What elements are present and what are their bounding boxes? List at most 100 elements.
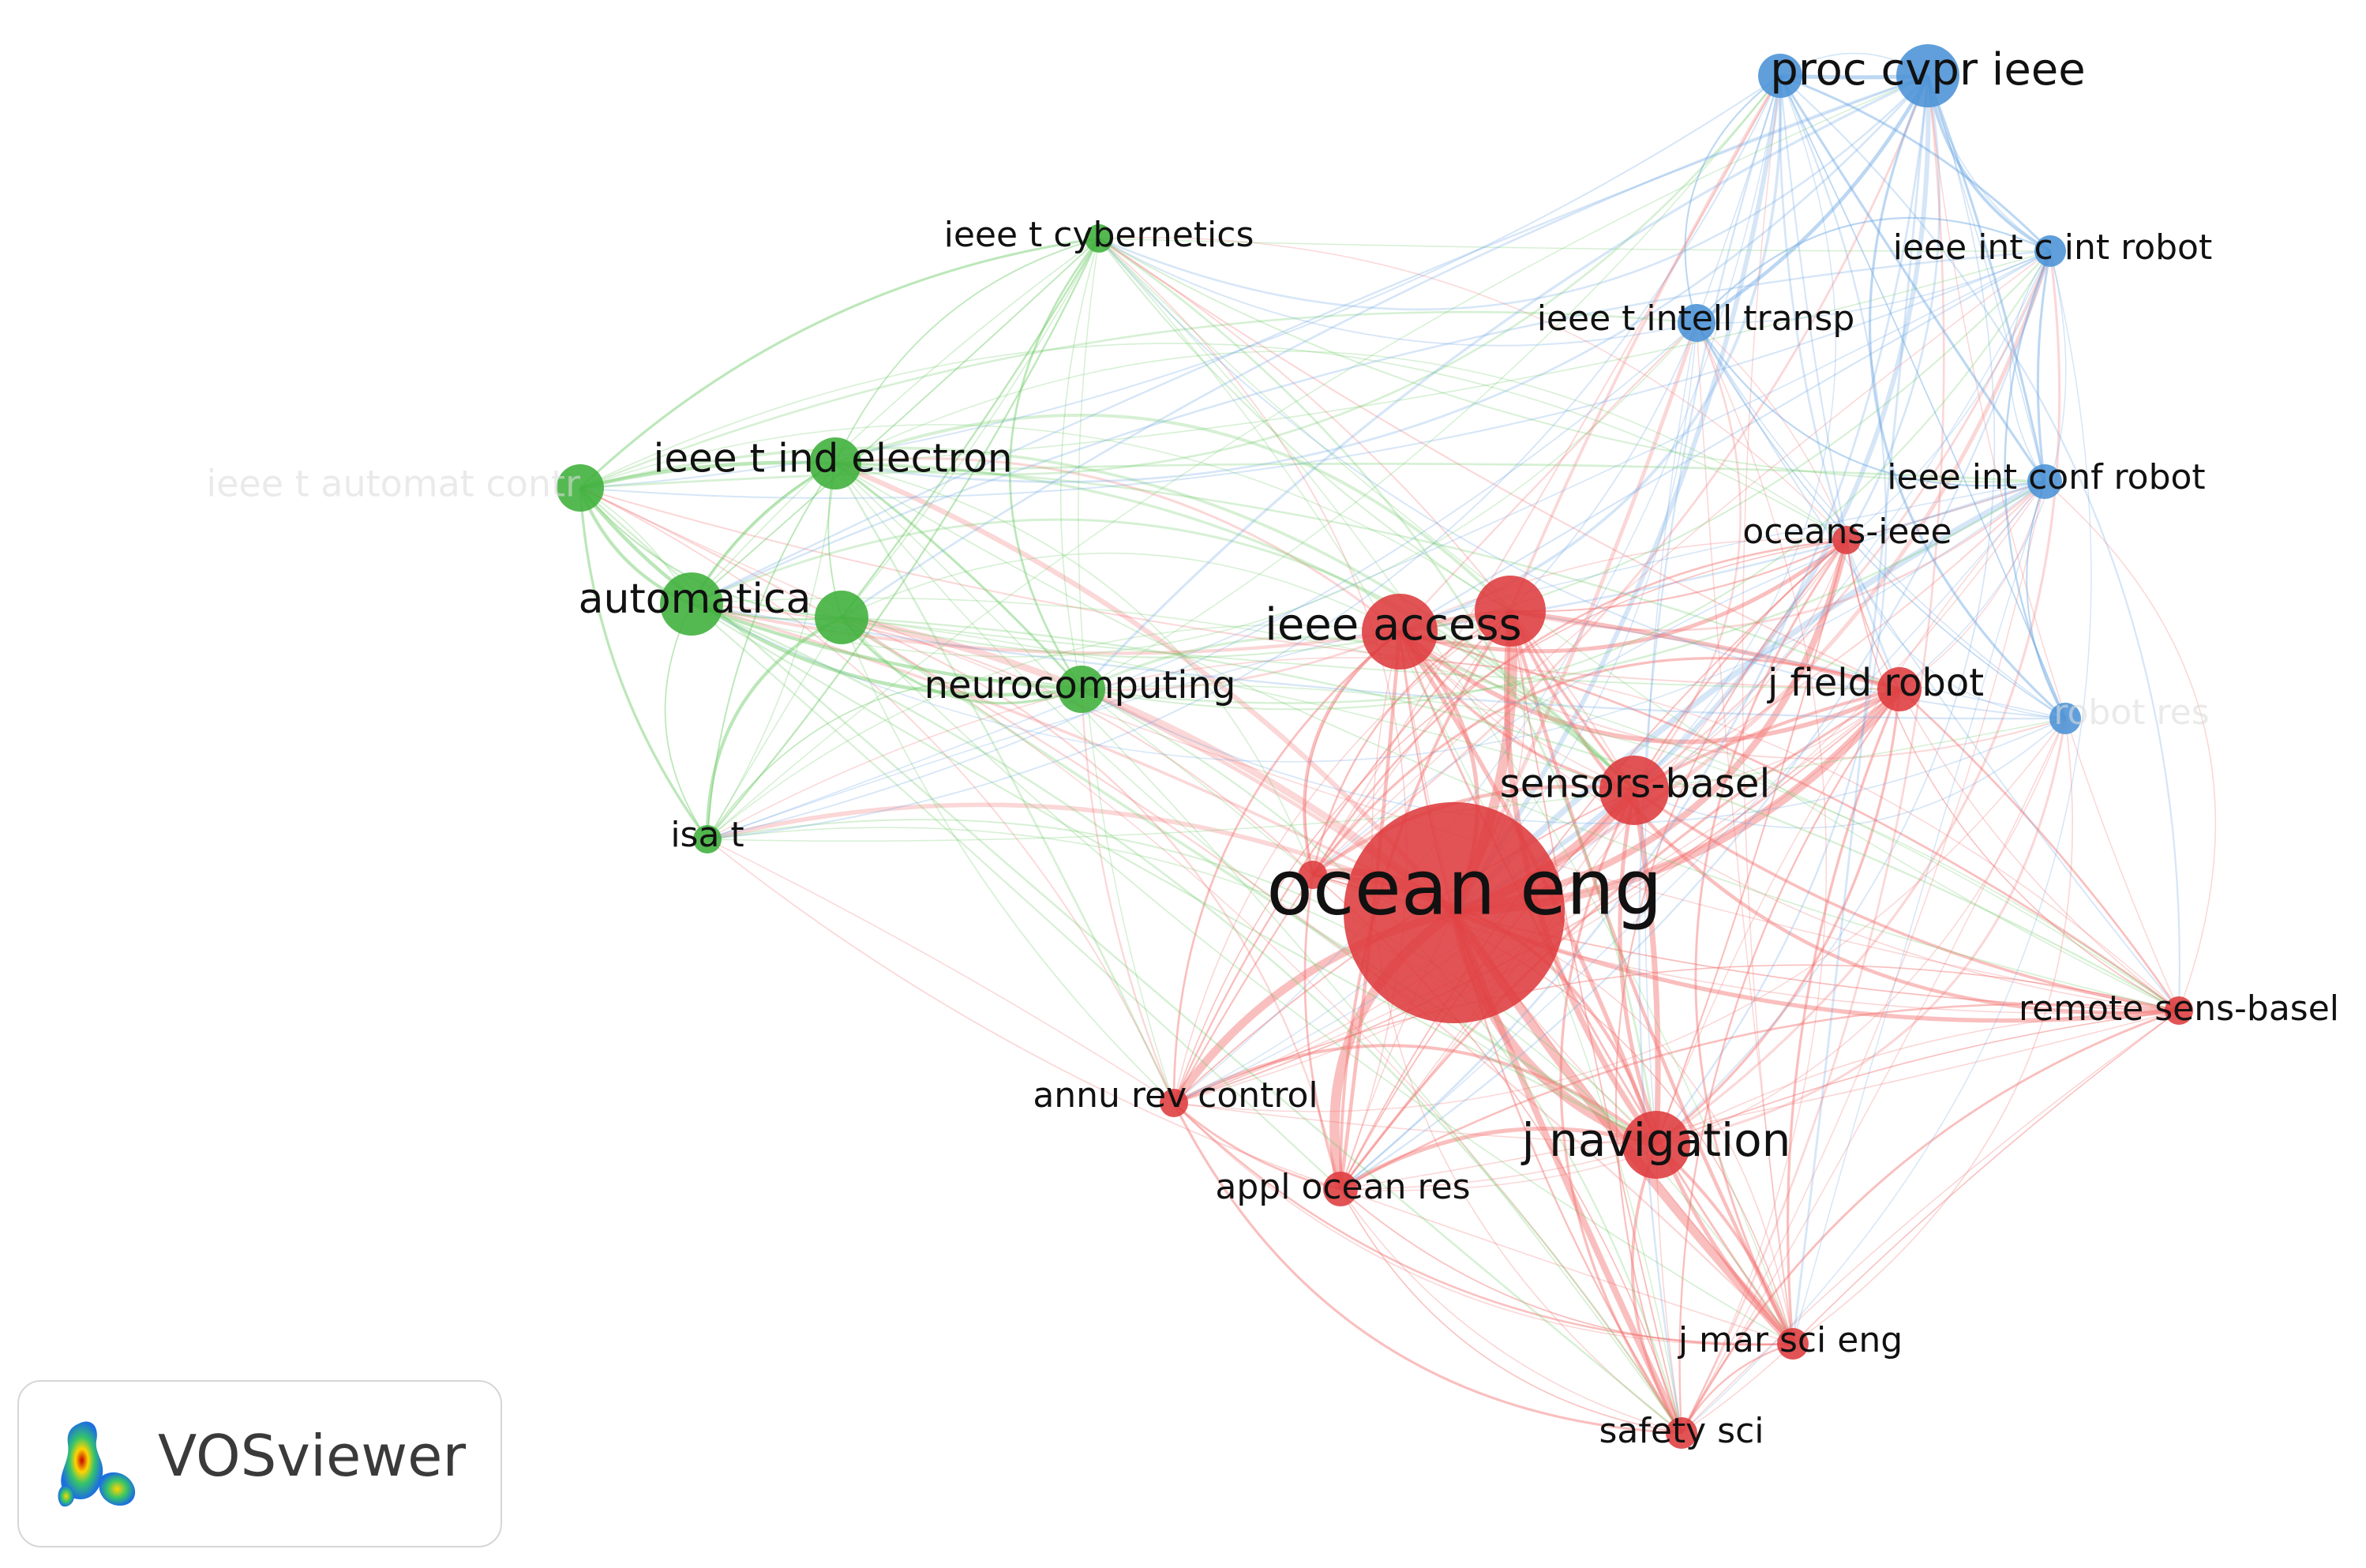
network-link bbox=[1846, 481, 2045, 541]
node-annu-rev-control[interactable] bbox=[1160, 1089, 1188, 1117]
node-j-navigation[interactable] bbox=[1622, 1111, 1690, 1179]
node-ieee-access[interactable] bbox=[1362, 594, 1438, 670]
network-link bbox=[1172, 630, 1400, 1104]
network-link bbox=[834, 75, 1782, 476]
network-link bbox=[1081, 685, 2180, 1011]
network-link bbox=[1398, 631, 1682, 1434]
network-link bbox=[1681, 1010, 2180, 1434]
node-remote-sens-basel[interactable] bbox=[2165, 996, 2193, 1025]
network-link bbox=[691, 518, 1636, 792]
network-link bbox=[691, 322, 1697, 658]
network-link bbox=[1509, 75, 1782, 612]
node-appl-ocean-res[interactable] bbox=[1323, 1172, 1358, 1206]
network-link bbox=[1340, 1144, 1657, 1190]
node-robot-auton-syst[interactable] bbox=[2049, 703, 2081, 734]
network-link bbox=[841, 616, 1342, 1190]
network-link bbox=[1311, 784, 1635, 876]
network-link bbox=[1340, 481, 2045, 1190]
node-isa-t[interactable] bbox=[693, 825, 722, 853]
node-sensors-basel[interactable] bbox=[1599, 756, 1669, 825]
network-link bbox=[834, 238, 1100, 464]
node-label-ieee-t-ind-electron: ieee t ind electron bbox=[653, 436, 1012, 482]
network-link bbox=[1311, 610, 1511, 876]
node-label-ieee-int-c-int-robot: ieee int c int robot bbox=[1893, 227, 2212, 268]
node-ieee-int-c-int-robot[interactable] bbox=[2034, 235, 2066, 267]
network-link bbox=[841, 238, 1100, 618]
network-link bbox=[1340, 1188, 1794, 1345]
network-link bbox=[1615, 539, 1847, 1434]
network-link bbox=[1304, 631, 1400, 876]
node-red-small-1[interactable] bbox=[1299, 861, 1327, 889]
node-neurocomputing[interactable] bbox=[1058, 666, 1105, 713]
network-link bbox=[1173, 1102, 1657, 1146]
network-link bbox=[1742, 75, 1794, 1345]
network-link bbox=[664, 603, 708, 840]
node-safety-sci[interactable] bbox=[1666, 1417, 1697, 1449]
node-ocean-eng[interactable] bbox=[1344, 802, 1565, 1023]
network-link bbox=[1695, 74, 1930, 324]
node-label-ieee-access: ieee access bbox=[1265, 599, 1521, 651]
vosviewer-heatmap-icon bbox=[58, 1421, 136, 1507]
node-red-hub-2[interactable] bbox=[1475, 576, 1546, 647]
node-ieee-t-intell-transp[interactable] bbox=[1678, 304, 1715, 342]
network-link bbox=[1340, 539, 1847, 1190]
network-link bbox=[1172, 610, 1511, 1104]
network-link bbox=[691, 603, 1341, 1190]
node-ieee-int-conf-robot[interactable] bbox=[2027, 464, 2062, 499]
network-link bbox=[1173, 1102, 1794, 1345]
network-link bbox=[834, 75, 1929, 483]
node-ieee-t-ind-electron[interactable] bbox=[809, 437, 861, 490]
network-link bbox=[1312, 75, 1929, 876]
network-link bbox=[1846, 539, 2066, 719]
network-link bbox=[1559, 790, 1683, 1434]
node-label-j-field-robot: j field robot bbox=[1767, 661, 1984, 705]
network-link bbox=[841, 617, 1794, 1345]
node-ieee-t-cybernetics[interactable] bbox=[1085, 224, 1113, 253]
network-link bbox=[1453, 250, 2053, 915]
network-link bbox=[1173, 75, 1781, 1104]
vosviewer-wordmark: VOSviewer bbox=[158, 1423, 467, 1489]
network-link bbox=[1633, 75, 1836, 791]
node-proc-cvpr-ieee[interactable] bbox=[1896, 44, 1959, 107]
network-link bbox=[834, 457, 1400, 633]
node-j-field-robot[interactable] bbox=[1877, 667, 1922, 711]
network-link bbox=[1633, 250, 2052, 792]
network-link bbox=[707, 238, 1101, 840]
network-link bbox=[1926, 75, 2046, 482]
node-automatica[interactable] bbox=[660, 572, 723, 636]
network-link bbox=[691, 602, 2066, 720]
node-oceans-ieee[interactable] bbox=[1832, 526, 1861, 554]
network-link bbox=[579, 487, 1682, 1434]
network-link bbox=[1370, 631, 1682, 1434]
network-link bbox=[1655, 718, 2067, 1146]
network-link bbox=[834, 413, 1512, 613]
network-link bbox=[1638, 75, 1782, 1434]
network-link bbox=[1631, 790, 1661, 1146]
node-ieee-t-automat-contr[interactable] bbox=[557, 464, 604, 512]
network-link bbox=[1453, 75, 1931, 915]
network-link bbox=[834, 463, 1314, 876]
network-link bbox=[1681, 250, 2092, 1434]
node-blue-top-left[interactable] bbox=[1758, 54, 1802, 98]
network-link bbox=[841, 238, 1101, 618]
network-link bbox=[1633, 322, 1742, 791]
network-link bbox=[1696, 322, 1794, 1345]
network-link bbox=[1696, 322, 2045, 487]
network-link bbox=[1508, 610, 2180, 1015]
network-link bbox=[1655, 539, 1847, 1146]
network-link bbox=[1340, 1188, 1682, 1434]
network-link bbox=[1655, 1144, 1682, 1434]
network-link bbox=[1399, 631, 1635, 791]
network-link bbox=[1899, 688, 2180, 1011]
network-link bbox=[1779, 75, 1848, 541]
network-link bbox=[691, 238, 1100, 605]
network-link bbox=[1680, 75, 1945, 1434]
network-link bbox=[1779, 74, 2052, 253]
network-link bbox=[1868, 75, 2067, 720]
node-green-hub-2[interactable] bbox=[815, 591, 868, 644]
network-link bbox=[579, 343, 1847, 541]
node-j-mar-sci-eng[interactable] bbox=[1777, 1328, 1809, 1360]
network-link bbox=[1098, 238, 2051, 252]
network-link bbox=[1696, 322, 1847, 541]
network-link bbox=[707, 838, 1341, 1190]
